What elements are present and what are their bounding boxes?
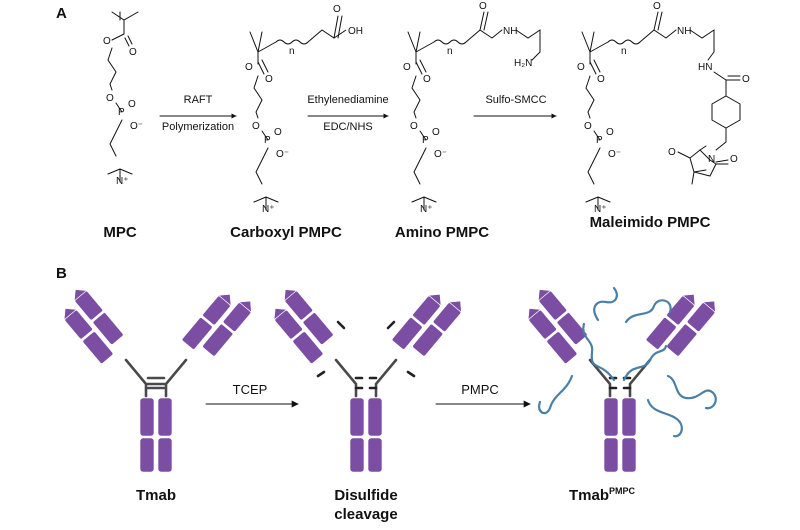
- antibody-label: Disulfide: [334, 487, 397, 504]
- atom-o-minus: O⁻: [608, 149, 621, 160]
- atom-o: O: [597, 74, 605, 85]
- atom-hn: HN: [698, 62, 712, 73]
- atom-n: n: [621, 46, 627, 57]
- atom-n-plus: N⁺: [594, 204, 607, 215]
- atom-o: O: [742, 74, 750, 85]
- antibody-label: TmabPMPC: [569, 486, 636, 504]
- pmpc-chain: [624, 299, 672, 324]
- panel-letter-a: A: [56, 5, 67, 22]
- antibody-label: Tmab: [136, 487, 176, 504]
- atom-o: O: [432, 127, 440, 138]
- panel-letter-b: B: [56, 265, 67, 282]
- reaction-label: Polymerization: [162, 121, 234, 133]
- antibody-intact: [53, 282, 257, 473]
- atom-o: O: [653, 1, 661, 12]
- step-label: TCEP: [233, 382, 268, 397]
- step-label: PMPC: [461, 382, 499, 397]
- atom-o: O: [106, 93, 114, 104]
- atom-n: n: [289, 46, 295, 57]
- mpc-structure: O O O P O O⁻ N⁺: [103, 11, 143, 187]
- atom-o: O: [668, 147, 676, 158]
- atom-o: O: [129, 47, 137, 58]
- atom-o: O: [103, 36, 111, 47]
- atom-n-plus: N⁺: [262, 204, 275, 215]
- pmpc-chain: [622, 344, 668, 382]
- atom-p: P: [596, 135, 603, 146]
- atom-o: O: [245, 62, 253, 73]
- atom-o-minus: O⁻: [434, 149, 447, 160]
- atom-p: P: [118, 107, 125, 118]
- atom-o: O: [479, 1, 487, 12]
- atom-o: O: [252, 121, 260, 132]
- atom-n-plus: N⁺: [420, 204, 433, 215]
- atom-n: N: [708, 154, 715, 165]
- atom-o: O: [577, 62, 585, 73]
- pmpc-chain: [666, 374, 717, 410]
- compound-label: MPC: [103, 224, 137, 241]
- atom-o: O: [403, 62, 411, 73]
- atom-n-plus: N⁺: [116, 176, 129, 187]
- antibody-label-sup: PMPC: [609, 486, 636, 496]
- reaction-label: Sulfo-SMCC: [485, 94, 546, 106]
- antibody-reduced: [263, 282, 467, 473]
- pmpc-chain: [593, 286, 618, 322]
- antibody-label-main: Tmab: [569, 487, 609, 504]
- atom-nh: NH: [503, 26, 517, 37]
- reaction-label: EDC/NHS: [323, 121, 373, 133]
- antibody-conjugated: [517, 282, 721, 473]
- atom-p: P: [264, 135, 271, 146]
- pmpc-chain: [538, 374, 574, 415]
- pmpc-chain: [582, 322, 616, 382]
- atom-o: O: [730, 154, 738, 165]
- atom-o: O: [265, 74, 273, 85]
- compound-label: Carboxyl PMPC: [230, 224, 342, 241]
- atom-p: P: [422, 135, 429, 146]
- atom-o: O: [584, 121, 592, 132]
- atom-o: O: [606, 127, 614, 138]
- atom-o-minus: O⁻: [130, 121, 143, 132]
- amino-pmpc-structure: n O NH H₂N O O O P O O⁻ N⁺: [403, 1, 541, 215]
- reaction-label: Ethylenediamine: [307, 94, 388, 106]
- maleimido-pmpc-structure: n O NH HN O N O O O O O P O O⁻ N⁺: [577, 1, 750, 215]
- pmpc-chain: [646, 398, 683, 438]
- compound-label: Amino PMPC: [395, 224, 489, 241]
- reaction-label: RAFT: [184, 94, 213, 106]
- atom-o-minus: O⁻: [276, 149, 289, 160]
- atom-o: O: [333, 4, 341, 15]
- atom-o: O: [423, 74, 431, 85]
- antibody-label: cleavage: [334, 506, 397, 523]
- atom-n: n: [447, 46, 453, 57]
- carboxyl-pmpc-structure: n O OH O O O P O O⁻ N⁺: [245, 4, 363, 215]
- atom-h2n: H₂N: [514, 58, 532, 69]
- atom-o: O: [274, 127, 282, 138]
- atom-oh: OH: [348, 26, 363, 37]
- atom-o: O: [410, 121, 418, 132]
- atom-nh: NH: [677, 26, 691, 37]
- compound-label: Maleimido PMPC: [590, 214, 711, 231]
- atom-o: O: [128, 99, 136, 110]
